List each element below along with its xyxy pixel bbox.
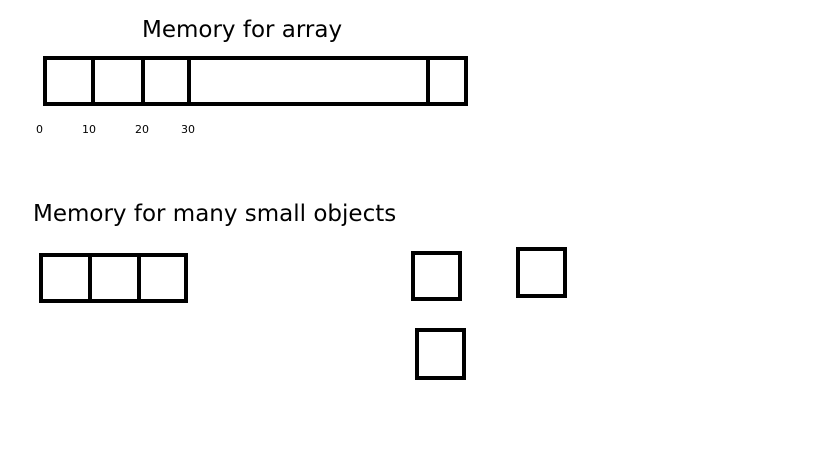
address-label: 0: [36, 123, 43, 136]
scattered-object-box: [415, 328, 466, 380]
address-label: 20: [135, 123, 149, 136]
objects-memory-title: Memory for many small objects: [33, 201, 397, 227]
scattered-object-box: [411, 251, 462, 301]
array-block: [43, 56, 468, 106]
address-label: 30: [181, 123, 195, 136]
address-label: 10: [82, 123, 96, 136]
scattered-object-box: [516, 247, 567, 298]
array-outline: [43, 56, 468, 106]
small-objects-row: [39, 253, 188, 303]
array-memory-title: Memory for array: [142, 17, 343, 43]
small-objects-outline: [39, 253, 188, 303]
